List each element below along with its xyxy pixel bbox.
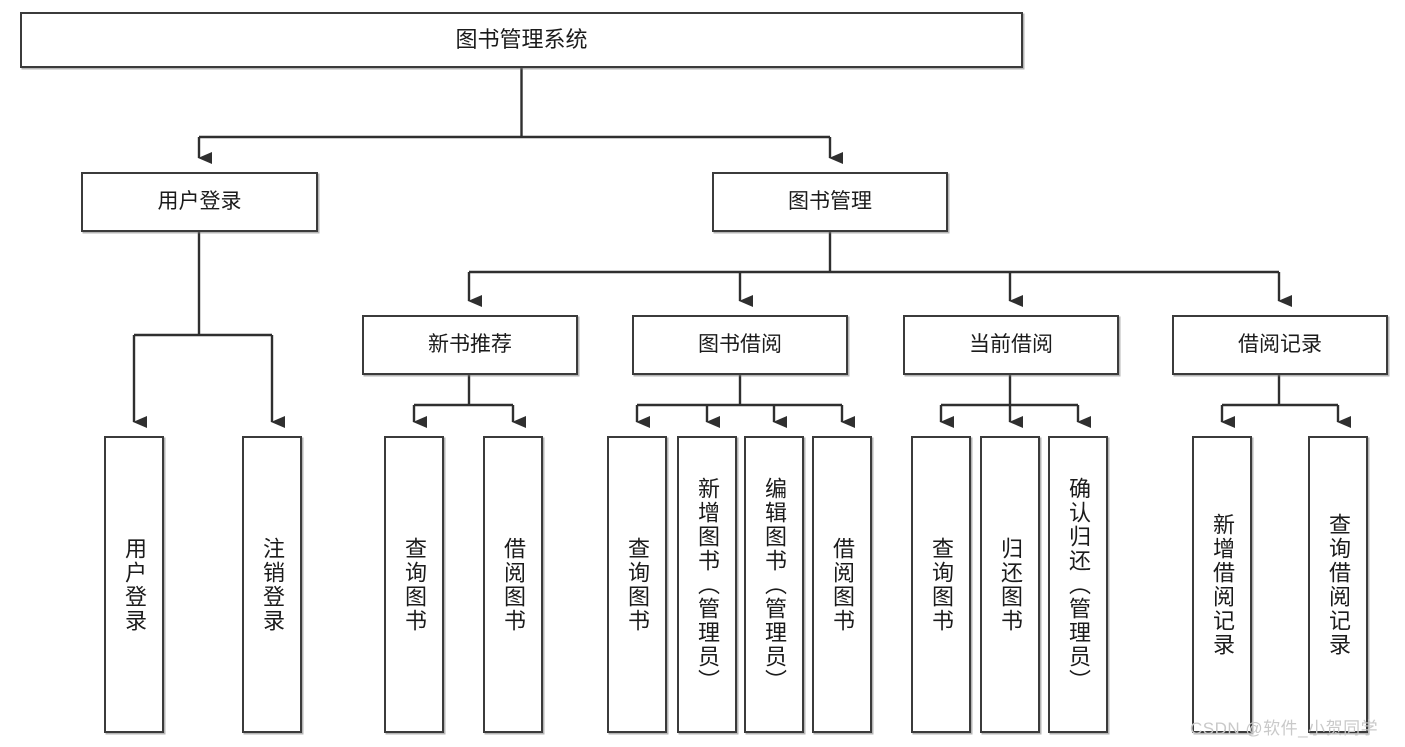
node-borrow-record[interactable]: 借阅记录	[1172, 315, 1388, 375]
node-new-book-rec[interactable]: 新书推荐	[362, 315, 578, 375]
node-leaf-user-login-label: 用户登录	[122, 536, 147, 633]
node-leaf-edit-book[interactable]: 编辑图书（管理员）	[744, 436, 804, 733]
node-leaf-borrow-book-1[interactable]: 借阅图书	[483, 436, 543, 733]
node-leaf-borrow-book-1-label: 借阅图书	[501, 536, 526, 633]
node-borrow-record-label: 借阅记录	[1238, 332, 1322, 356]
node-new-book-rec-label: 新书推荐	[428, 332, 512, 356]
node-leaf-query-book-1-label: 查询图书	[402, 536, 427, 633]
node-leaf-user-login[interactable]: 用户登录	[104, 436, 164, 733]
node-current-borrow[interactable]: 当前借阅	[903, 315, 1119, 375]
node-leaf-return-book[interactable]: 归还图书	[980, 436, 1040, 733]
node-book-borrow-label: 图书借阅	[698, 332, 782, 356]
node-leaf-add-book-label: 新增图书（管理员）	[695, 476, 720, 693]
node-leaf-query-record-label: 查询借阅记录	[1326, 512, 1351, 657]
node-book-manage-label: 图书管理	[788, 189, 872, 213]
node-leaf-query-book-2-label: 查询图书	[625, 536, 650, 633]
node-root-label: 图书管理系统	[455, 27, 588, 53]
node-user-login-label: 用户登录	[157, 189, 242, 213]
node-leaf-query-record[interactable]: 查询借阅记录	[1308, 436, 1368, 733]
node-root[interactable]: 图书管理系统	[20, 12, 1023, 68]
node-leaf-query-book-3[interactable]: 查询图书	[911, 436, 971, 733]
node-leaf-borrow-book-2[interactable]: 借阅图书	[812, 436, 872, 733]
node-leaf-add-record-label: 新增借阅记录	[1210, 512, 1235, 657]
node-leaf-query-book-2[interactable]: 查询图书	[607, 436, 667, 733]
node-leaf-add-book[interactable]: 新增图书（管理员）	[677, 436, 737, 733]
node-leaf-return-book-label: 归还图书	[998, 536, 1023, 633]
node-leaf-borrow-book-2-label: 借阅图书	[830, 536, 855, 633]
node-leaf-add-record[interactable]: 新增借阅记录	[1192, 436, 1252, 733]
node-leaf-query-book-3-label: 查询图书	[929, 536, 954, 633]
node-leaf-edit-book-label: 编辑图书（管理员）	[762, 476, 787, 693]
node-leaf-confirm-return[interactable]: 确认归还（管理员）	[1048, 436, 1108, 733]
node-current-borrow-label: 当前借阅	[969, 332, 1053, 356]
node-leaf-user-logout[interactable]: 注销登录	[242, 436, 302, 733]
node-leaf-confirm-return-label: 确认归还（管理员）	[1066, 476, 1091, 693]
node-leaf-user-logout-label: 注销登录	[260, 536, 285, 633]
node-leaf-query-book-1[interactable]: 查询图书	[384, 436, 444, 733]
node-user-login[interactable]: 用户登录	[81, 172, 318, 232]
node-book-borrow[interactable]: 图书借阅	[632, 315, 848, 375]
node-book-manage[interactable]: 图书管理	[712, 172, 948, 232]
